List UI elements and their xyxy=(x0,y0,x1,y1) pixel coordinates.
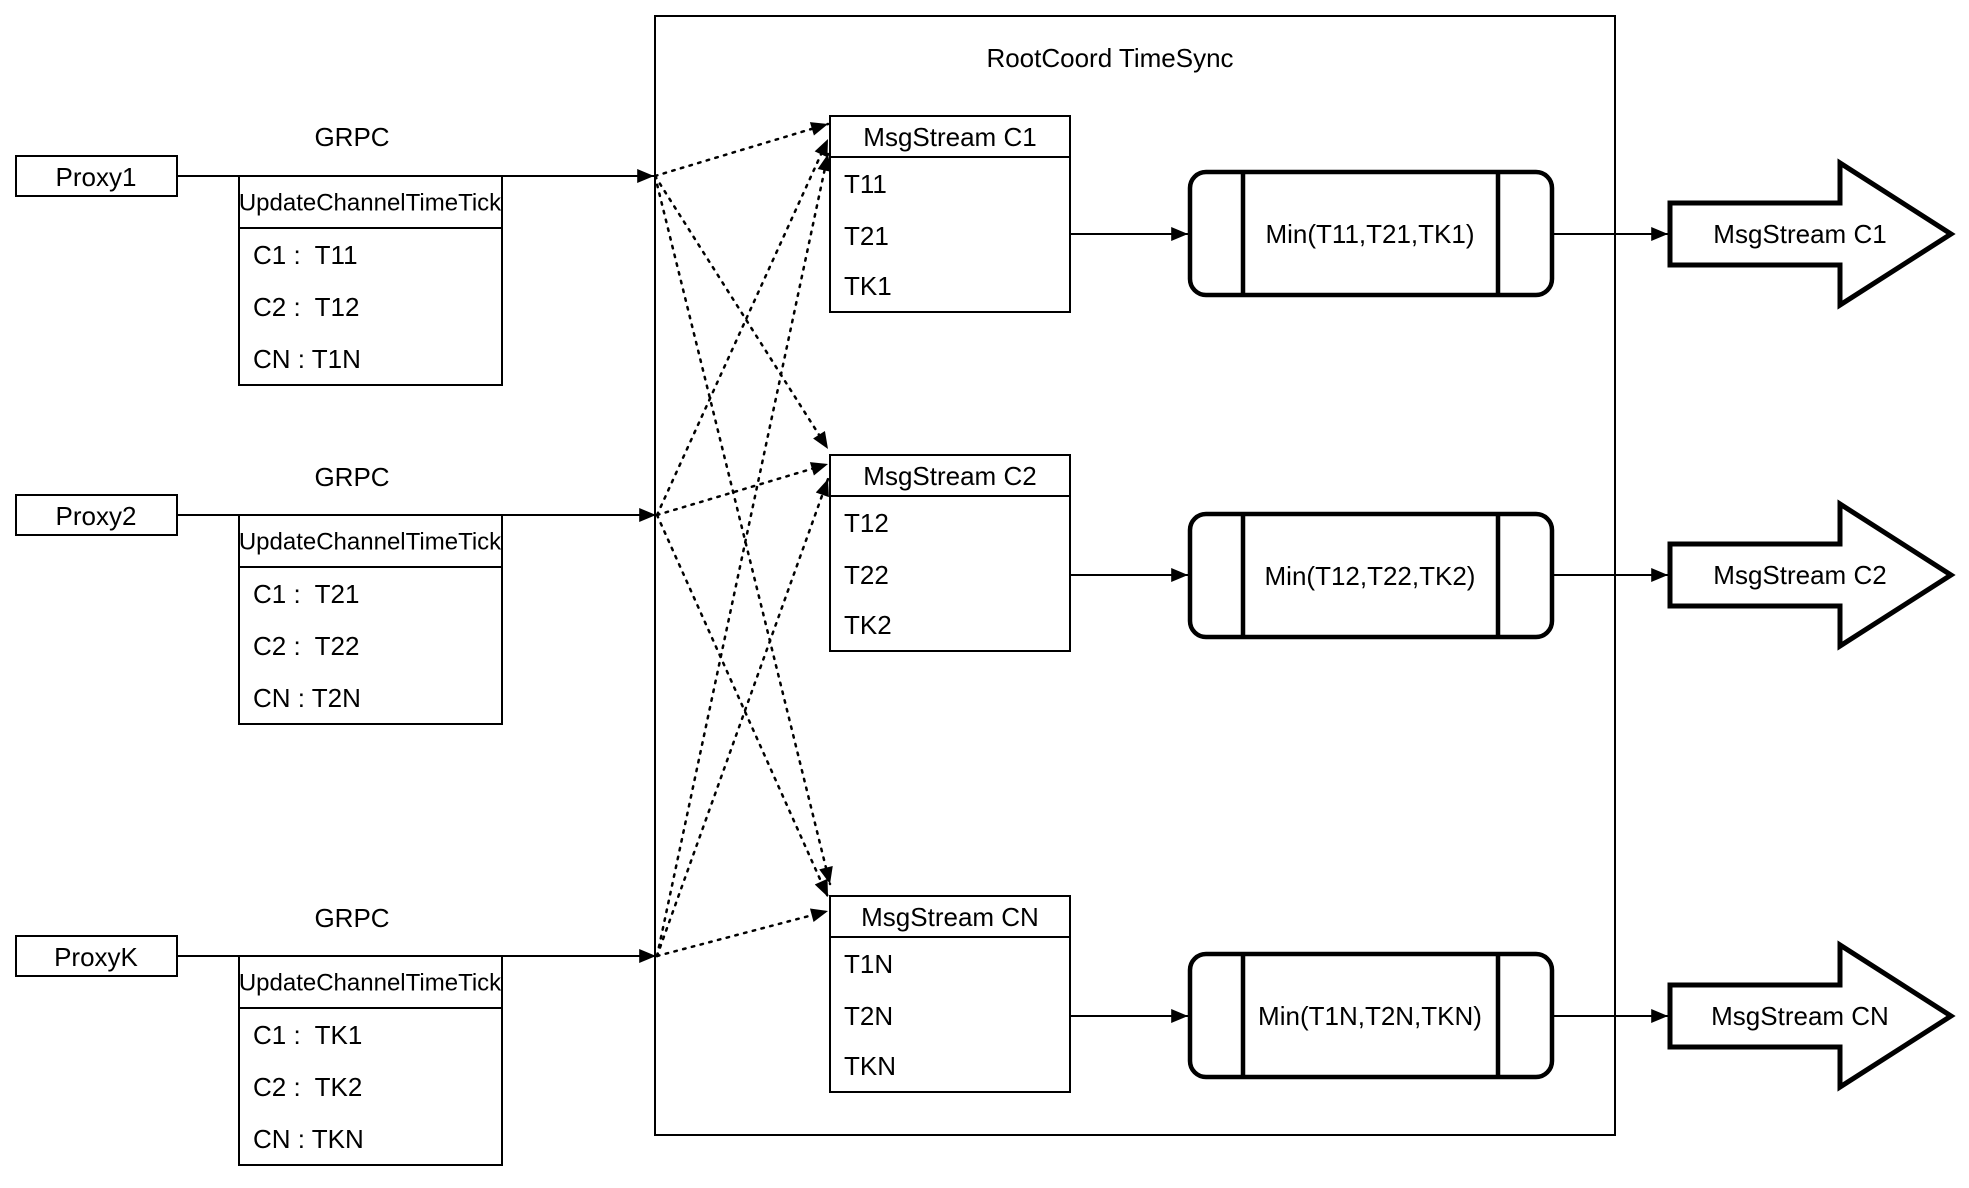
proxyk-request-title: UpdateChannelTimeTick xyxy=(239,970,502,997)
dotted-edge-proxyk-stream-cn xyxy=(655,908,830,958)
proxy2-tick-row: CN : T2N xyxy=(253,683,361,713)
grpc-label-2: GRPC xyxy=(314,462,389,492)
proxy1-request-table xyxy=(238,175,503,386)
proxy2-tick-row: C2 : T22 xyxy=(253,631,359,661)
min-node-cn-label: Min(T1N,T2N,TKN) xyxy=(1258,1001,1482,1031)
msgstream-cn-table xyxy=(829,895,1071,1093)
rootcoord-title: RootCoord TimeSync xyxy=(986,43,1233,73)
dotted-edge-proxy2-stream-c2 xyxy=(655,462,830,517)
msgstream-c1-row: T11 xyxy=(844,169,887,199)
msgstream-cn-row: T2N xyxy=(844,1001,893,1031)
dotted-edge-proxyk-stream-c1 xyxy=(655,152,832,958)
msgstream-c1-title: MsgStream C1 xyxy=(863,122,1036,152)
proxy1-box xyxy=(15,155,178,197)
proxy-row-2: GRPC Proxy2 UpdateChannelTimeTick C1 : T… xyxy=(15,462,656,725)
msgstream-cn-title: MsgStream CN xyxy=(861,902,1039,932)
dotted-edge-proxy1-stream-c2 xyxy=(653,174,830,451)
proxy1-tick-row: CN : T1N xyxy=(253,344,361,374)
output-arrow-c1-label: MsgStream C1 xyxy=(1713,219,1886,249)
proxy2-label: Proxy2 xyxy=(56,501,137,531)
proxyk-tick-row: C1 : TK1 xyxy=(253,1020,362,1050)
msgstream-c2-title: MsgStream C2 xyxy=(863,461,1036,491)
proxy2-box xyxy=(15,494,178,536)
grpc-label-3: GRPC xyxy=(314,903,389,933)
proxyk-tick-row: C2 : TK2 xyxy=(253,1072,362,1102)
msgstream-c2-row: TK2 xyxy=(844,610,892,640)
proxyk-box xyxy=(15,935,178,977)
stream-row-2: MsgStream C2 T12 T22 TK2 Min(T12,T22,TK2… xyxy=(829,454,1956,652)
proxy2-tick-row: C1 : T21 xyxy=(253,579,359,609)
proxy-row-1: GRPC Proxy1 UpdateChannelTimeTick C1 : T… xyxy=(15,122,654,386)
msgstream-cn-row: TKN xyxy=(844,1051,896,1081)
proxy1-label: Proxy1 xyxy=(56,162,137,192)
proxy2-request-title: UpdateChannelTimeTick xyxy=(239,529,502,556)
dotted-edge-proxy2-stream-cn xyxy=(655,513,830,899)
msgstream-cn-row: T1N xyxy=(844,949,893,979)
msgstream-c2-row: T12 xyxy=(844,508,889,538)
msgstream-c2-row: T22 xyxy=(844,560,889,590)
output-arrow-c2 xyxy=(1667,499,1956,651)
proxyk-tick-row: CN : TKN xyxy=(253,1124,364,1154)
dotted-edge-proxy2-stream-c1 xyxy=(655,137,830,517)
dotted-edge-proxy1-stream-c1 xyxy=(653,122,830,178)
msgstream-c1-row: T21 xyxy=(844,221,889,251)
min-node-c2-label: Min(T12,T22,TK2) xyxy=(1265,561,1476,591)
output-arrow-c2-label: MsgStream C2 xyxy=(1713,560,1886,590)
proxy1-request-title: UpdateChannelTimeTick xyxy=(239,190,502,217)
msgstream-c1-table xyxy=(829,115,1071,313)
output-arrow-cn xyxy=(1667,940,1956,1092)
output-arrow-c1 xyxy=(1667,158,1956,310)
msgstream-c2-table xyxy=(829,454,1071,652)
proxyk-label: ProxyK xyxy=(54,942,138,972)
fanout-edges xyxy=(653,122,833,958)
msgstream-c1-row: TK1 xyxy=(844,271,892,301)
min-node-c1-label: Min(T11,T21,TK1) xyxy=(1265,219,1474,249)
stream-row-3: MsgStream CN T1N T2N TKN Min(T1N,T2N,TKN… xyxy=(829,895,1956,1093)
proxy1-tick-row: C2 : T12 xyxy=(253,292,359,322)
proxy2-request-table xyxy=(238,514,503,725)
dotted-edge-proxyk-stream-c2 xyxy=(655,477,830,958)
grpc-label-1: GRPC xyxy=(314,122,389,152)
proxy1-tick-row: C1 : T11 xyxy=(253,240,358,270)
stream-row-1: MsgStream C1 T11 T21 TK1 Min(T11,T21,TK1… xyxy=(829,115,1956,313)
output-arrow-cn-label: MsgStream CN xyxy=(1711,1001,1889,1031)
proxy-row-3: GRPC ProxyK UpdateChannelTimeTick C1 : T… xyxy=(15,903,656,1166)
proxyk-request-table xyxy=(238,955,503,1166)
